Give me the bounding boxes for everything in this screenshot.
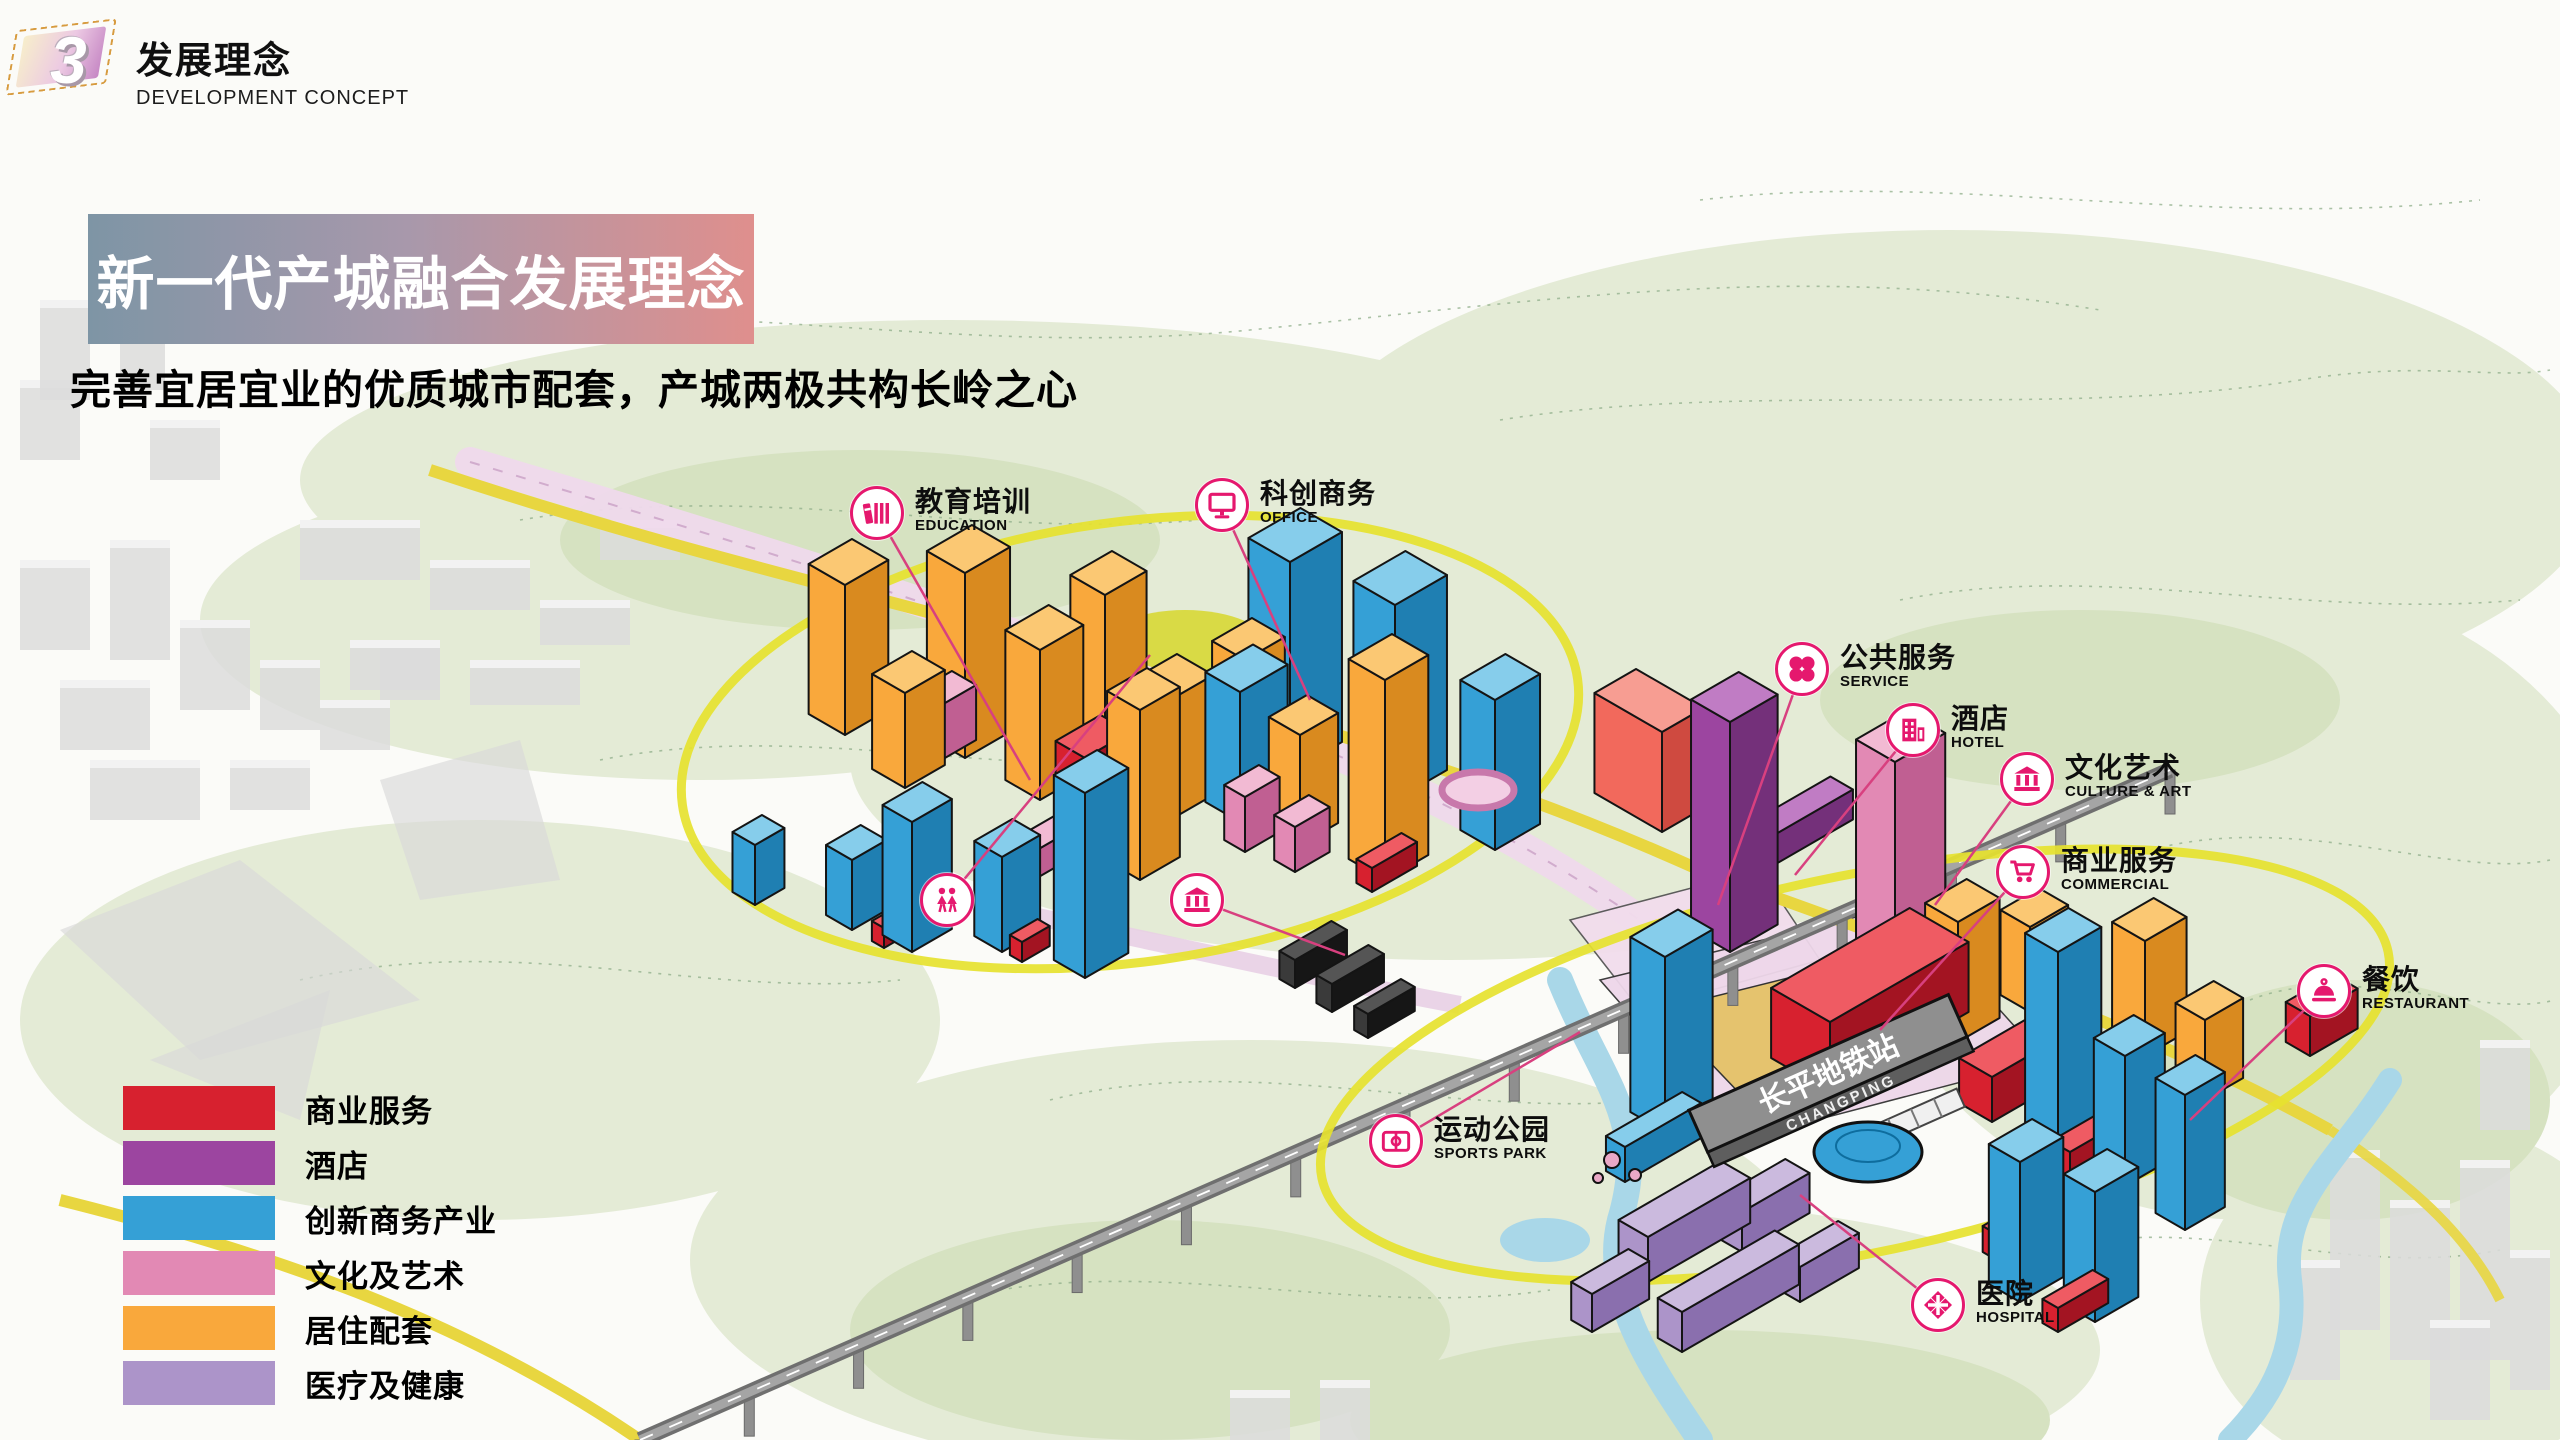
building xyxy=(2154,1054,2226,1231)
building xyxy=(1593,668,1705,833)
legend: 商业服务酒店创新商务产业文化及艺术居住配套医疗及健康 xyxy=(123,1086,497,1405)
building xyxy=(1008,918,1051,963)
building xyxy=(1223,764,1281,853)
building xyxy=(1273,794,1331,873)
banner-title: 新一代产城融合发展理念 xyxy=(96,252,746,317)
legend-swatch xyxy=(123,1196,275,1240)
legend-row: 文化及艺术 xyxy=(123,1251,497,1295)
ghost-city-layer xyxy=(20,300,2550,1440)
building xyxy=(1459,653,1542,851)
building xyxy=(731,814,786,906)
section-header: 3 发展理念 DEVELOPMENT CONCEPT xyxy=(5,14,410,110)
building xyxy=(1353,978,1416,1039)
section-number-badge: 3 xyxy=(5,14,126,106)
legend-row: 创新商务产业 xyxy=(123,1196,497,1240)
legend-swatch xyxy=(123,1361,275,1405)
section-number: 3 xyxy=(50,23,87,97)
legend-label: 商业服务 xyxy=(305,1093,433,1129)
tagline: 完善宜居宜业的优质城市配套，产城两极共构长岭之心 xyxy=(70,367,1078,413)
building xyxy=(881,781,953,953)
legend-swatch xyxy=(123,1141,275,1185)
building xyxy=(1570,1248,1651,1333)
building xyxy=(1278,920,1348,989)
building xyxy=(1656,1229,1800,1353)
map-extras xyxy=(1438,768,1967,1184)
legend-swatch xyxy=(123,1086,275,1130)
legend-swatch xyxy=(123,1251,275,1295)
building xyxy=(1629,908,1714,1133)
section-title: 发展理念 xyxy=(136,40,292,81)
legend-row: 酒店 xyxy=(123,1141,497,1185)
building xyxy=(807,538,890,736)
building xyxy=(871,650,946,789)
building xyxy=(1355,832,1419,893)
building xyxy=(825,824,888,931)
building xyxy=(1052,749,1130,979)
building xyxy=(1987,1118,2065,1303)
building xyxy=(1690,671,1779,953)
building xyxy=(2024,907,2103,1153)
legend-label: 居住配套 xyxy=(305,1313,433,1349)
building xyxy=(1315,944,1385,1013)
legend-swatch xyxy=(123,1306,275,1350)
building xyxy=(2041,1269,2110,1333)
legend-label: 文化及艺术 xyxy=(305,1258,465,1294)
legend-row: 商业服务 xyxy=(123,1086,497,1130)
legend-label: 酒店 xyxy=(305,1148,369,1184)
building xyxy=(973,818,1042,953)
zone-ellipses xyxy=(676,510,2395,1286)
section-subtitle: DEVELOPMENT CONCEPT xyxy=(136,87,410,109)
legend-row: 医疗及健康 xyxy=(123,1361,497,1405)
legend-row: 居住配套 xyxy=(123,1306,497,1350)
legend-label: 创新商务产业 xyxy=(305,1203,497,1239)
title-banner: 新一代产城融合发展理念 xyxy=(88,214,754,344)
legend-label: 医疗及健康 xyxy=(305,1368,465,1404)
building xyxy=(1604,1091,1703,1183)
